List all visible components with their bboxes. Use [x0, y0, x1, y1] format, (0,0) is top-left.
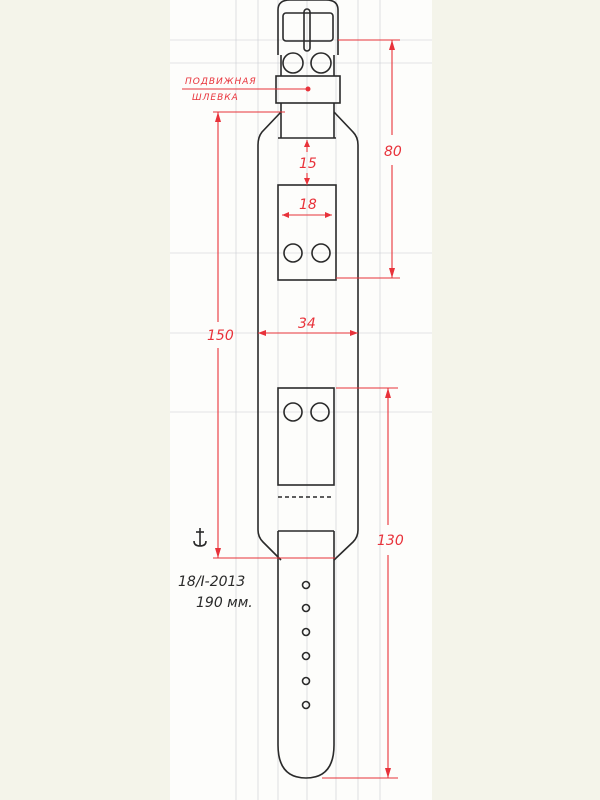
lower-window — [277, 387, 335, 498]
dimension-130: 130 — [322, 387, 404, 779]
cuff-outline — [257, 111, 359, 561]
buckle-holes — [280, 52, 335, 76]
dimension-150-label: 150 — [207, 328, 234, 344]
buckle — [277, 0, 339, 55]
keeper-label-line1: ПОДВИЖНАЯ — [185, 77, 257, 87]
dimension-34-label: 34 — [298, 316, 316, 332]
dimension-15-label: 15 — [299, 156, 317, 172]
construction-grid — [170, 0, 432, 800]
strap-tail — [277, 530, 335, 779]
keeper-callout: ПОДВИЖНАЯ ШЛЕВКА — [182, 77, 306, 103]
dimension-80-label: 80 — [384, 144, 402, 160]
dimension-18: 18 — [282, 197, 332, 218]
strap-top — [278, 103, 336, 139]
anchor-icon — [193, 528, 207, 547]
drawing-date: 18/I-2013 — [178, 574, 245, 590]
dimension-34: 34 — [258, 316, 358, 336]
total-length-note: 190 мм. — [196, 595, 253, 611]
dimension-18-label: 18 — [299, 197, 317, 213]
dimension-80: 80 — [336, 39, 402, 279]
keeper-label-line2: ШЛЕВКА — [192, 93, 239, 103]
dimension-15: 15 — [299, 140, 317, 185]
dimension-130-label: 130 — [377, 533, 404, 549]
dimension-150: 150 — [207, 111, 335, 559]
